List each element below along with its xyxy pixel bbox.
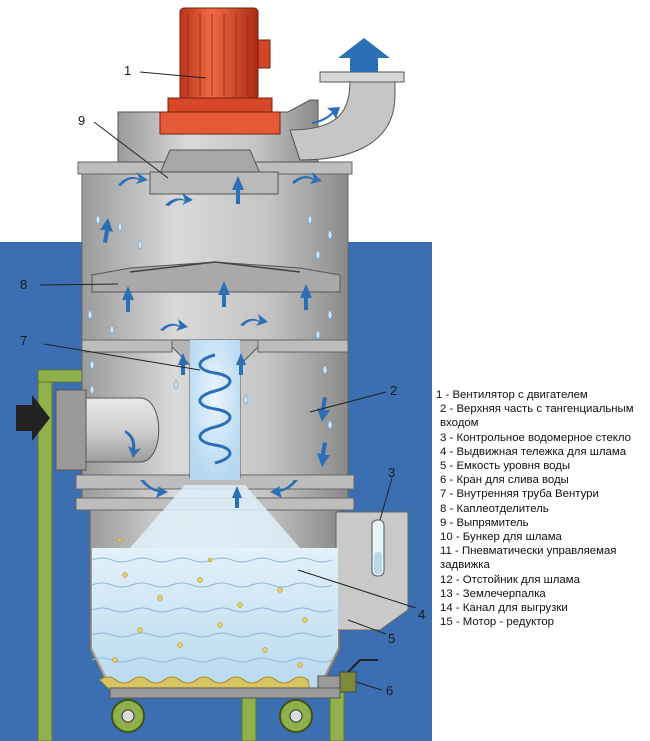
callout-3: 3	[388, 465, 396, 480]
legend-item: 15 - Мотор - редуктор	[440, 616, 555, 629]
callout-4: 4	[418, 607, 426, 622]
legend-item: 6 - Кран для слива воды	[440, 474, 569, 487]
motor	[159, 7, 281, 135]
legend-item: 13 - Землечерпалка	[440, 587, 546, 600]
legend-item: 10 - Бункер для шлама	[440, 531, 562, 544]
sludge-layer	[99, 676, 311, 691]
legend-item: 3 - Контрольное водомерное стекло	[440, 431, 632, 444]
callout-9: 9	[78, 113, 86, 128]
legend-item: 9 - Выпрямитель	[440, 516, 529, 529]
legend-item: 14 - Канал для выгрузки	[440, 602, 568, 615]
flow-arrows	[100, 107, 340, 508]
legend-item: 5 - Емкость уровня воды	[440, 460, 571, 473]
legend-item: 1 - Вентилятор с двигателем	[436, 389, 588, 401]
callout-7: 7	[20, 333, 28, 348]
water-spray	[130, 485, 300, 548]
callout-2: 2	[390, 383, 398, 398]
legend-item: 7 - Внутренняя труба Вентури	[440, 488, 599, 501]
drain-valve	[317, 659, 378, 693]
legend-item: 2 - Верхняя часть с тангенциальным входо…	[440, 403, 634, 430]
inlet-pipe	[55, 389, 160, 471]
water-droplets	[87, 214, 333, 430]
legend: 1 - Вентилятор с двигателем 2 - Верхняя …	[436, 388, 646, 629]
water-tank-fill	[91, 548, 338, 688]
callout-8: 8	[20, 277, 28, 292]
callout-6: 6	[386, 683, 394, 698]
sight-glass	[371, 519, 385, 577]
cart-wheels	[109, 687, 341, 733]
leader-lines	[39, 71, 417, 691]
callout-1: 1	[124, 63, 132, 78]
legend-item: 12 - Отстойник для шлама	[440, 573, 580, 586]
legend-item: 4 - Выдвижная тележка для шлама	[440, 445, 627, 458]
outlet-arrow	[338, 38, 390, 72]
legend-item: 8 - Каплеотделитель	[440, 502, 549, 515]
inlet-arrow	[16, 395, 50, 441]
droplet-separator	[91, 261, 341, 293]
legend-item: 11 - Пневматически управляемая задвижка	[440, 545, 617, 572]
callout-5: 5	[388, 631, 396, 646]
